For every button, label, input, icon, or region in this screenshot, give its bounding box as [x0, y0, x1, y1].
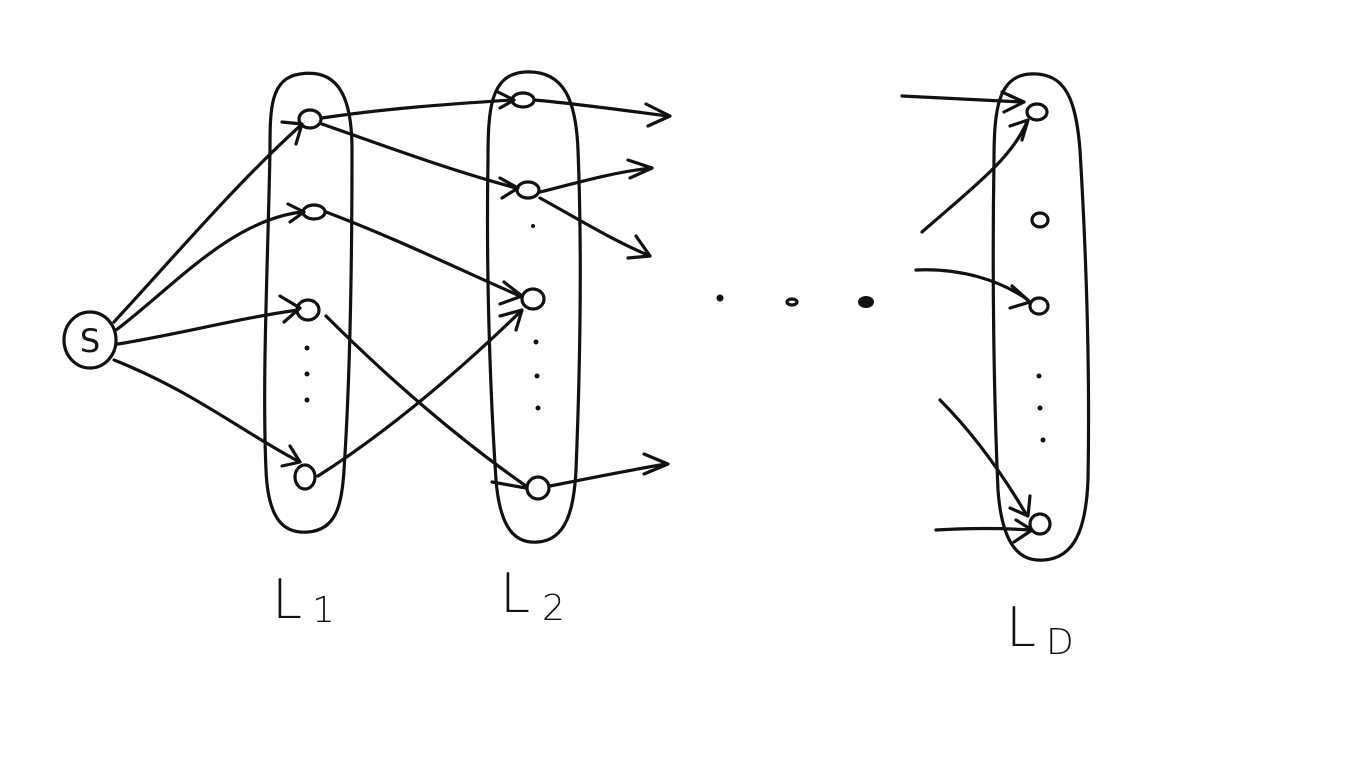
layer-d-node — [1030, 211, 1050, 229]
ellipsis-dot — [531, 224, 535, 228]
edge-arrow — [538, 196, 652, 258]
layer-1-oval — [263, 71, 354, 534]
edge-arrow — [938, 398, 1028, 516]
edge-arrow — [116, 308, 300, 346]
layer-d-node — [1028, 296, 1050, 316]
layer-d-oval — [991, 72, 1091, 562]
arrowhead — [490, 480, 528, 490]
arrowhead — [280, 120, 304, 146]
ellipsis-dot — [716, 294, 724, 302]
edge-arrow — [934, 526, 1032, 532]
arrowhead — [286, 202, 306, 224]
source-node-circle — [62, 310, 118, 370]
ellipsis-dot — [535, 405, 541, 411]
layer-1-node — [295, 298, 321, 322]
ellipsis-dot — [304, 397, 310, 403]
arrowhead — [626, 234, 652, 260]
arrowhead — [644, 102, 672, 128]
edge-arrow — [112, 358, 298, 462]
layer-1-label: L 1 — [272, 568, 335, 631]
arrowhead — [1008, 284, 1032, 310]
ellipsis-dot — [304, 371, 310, 377]
edge-arrow — [324, 210, 522, 298]
arrowhead — [626, 158, 654, 180]
ellipsis-dot — [858, 296, 874, 308]
arrowhead — [498, 308, 524, 332]
layer-1-node — [301, 203, 327, 221]
layer-label-subscript: D — [1046, 622, 1074, 663]
ellipsis-dot — [1036, 373, 1042, 379]
arrowhead — [498, 280, 524, 306]
edge-arrow — [320, 98, 514, 120]
edge-arrow — [920, 122, 1028, 234]
arrowhead — [642, 452, 670, 476]
arrowhead — [278, 294, 302, 324]
source-node: S — [62, 310, 118, 370]
ellipsis-dot — [785, 297, 799, 307]
layer-1-to-2-edges — [316, 90, 528, 490]
edge-arrow — [538, 166, 654, 194]
layer-2-node — [525, 475, 551, 501]
arrowhead — [1000, 90, 1026, 114]
arrowhead — [1008, 494, 1032, 518]
layer-label-letter: L — [500, 562, 530, 625]
source-node-label: S — [80, 322, 100, 360]
arrowhead — [1008, 118, 1030, 142]
arrowhead — [280, 444, 302, 468]
layer-label-subscript: 1 — [312, 590, 335, 631]
edge-arrow — [532, 98, 670, 118]
ellipsis-dot — [534, 373, 540, 379]
ellipsis-dot — [533, 339, 539, 345]
edge-arrow — [316, 310, 522, 478]
edge-arrow — [900, 94, 1024, 104]
layer-2-oval — [485, 70, 582, 544]
ellipsis-dot — [1037, 405, 1043, 411]
layer-label-letter: L — [272, 568, 302, 631]
layers-ellipsis — [716, 294, 874, 308]
edge-arrow — [112, 124, 302, 324]
layer-d-incoming-edges — [900, 90, 1034, 544]
layer-2-label: L 2 — [500, 562, 565, 629]
layer-2-outgoing-edges — [532, 98, 672, 488]
arrowhead — [1012, 518, 1034, 544]
arrowhead — [498, 176, 520, 200]
layer-2-node — [520, 287, 546, 311]
edge-arrow — [548, 462, 668, 488]
layer-2-container — [485, 70, 582, 544]
edge-arrow — [320, 122, 518, 190]
layer-label-subscript: 2 — [542, 588, 565, 629]
edge-arrow — [114, 210, 304, 332]
edge-arrow — [324, 314, 528, 488]
source-edges — [112, 120, 306, 468]
layer-d-container — [991, 72, 1091, 562]
layer-1-nodes — [293, 108, 327, 491]
layer-d-node — [1028, 512, 1052, 536]
layer-1-node — [293, 463, 317, 491]
arrowhead — [496, 90, 516, 110]
ellipsis-dot — [1040, 437, 1046, 443]
layer-d-nodes — [1025, 102, 1052, 536]
layer-d-node — [1025, 102, 1049, 122]
layer-label-letter: L — [1006, 596, 1036, 659]
layer-1-container — [263, 71, 354, 534]
layer-2-node — [515, 180, 541, 200]
layer-d-label: L D — [1006, 596, 1074, 663]
ellipsis-dot — [304, 345, 310, 351]
